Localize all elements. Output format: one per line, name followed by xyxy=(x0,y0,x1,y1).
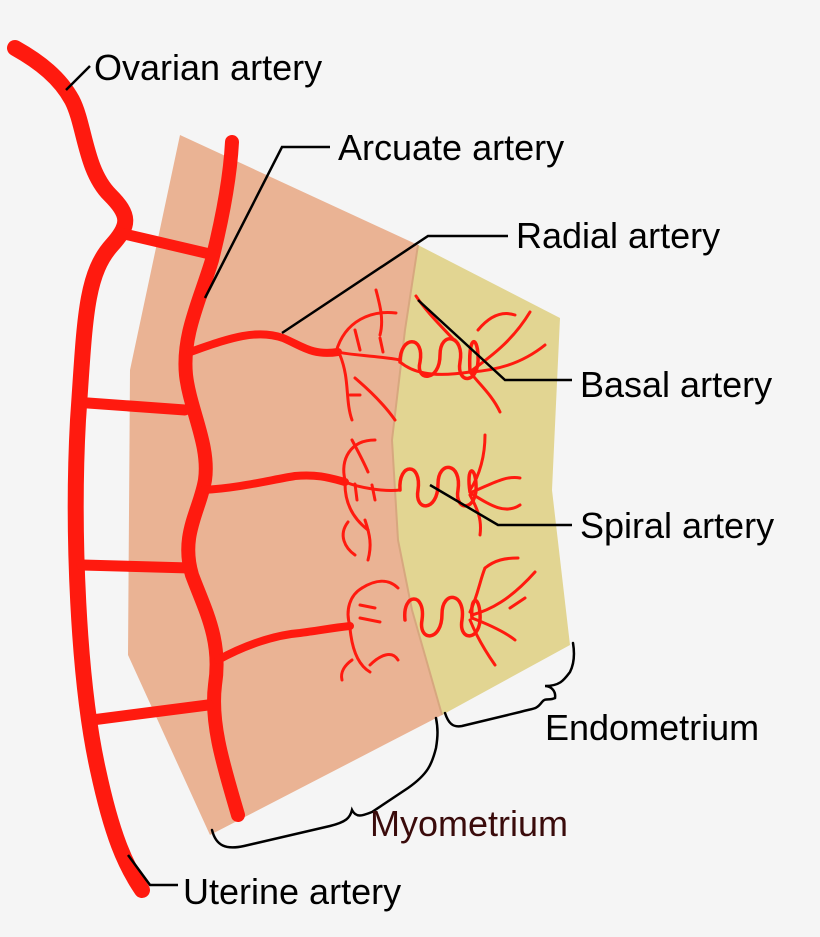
spiral-coil-2 xyxy=(398,465,478,508)
connecting-branch-2 xyxy=(82,397,191,416)
radial-branch-3 xyxy=(214,622,354,664)
label-ovarian-artery: Ovarian artery xyxy=(94,47,322,88)
ovarian-uterine-artery xyxy=(7,40,150,898)
radial-branch-1 xyxy=(186,330,342,357)
leader-lines xyxy=(65,65,572,887)
leader-ovarian xyxy=(65,65,91,91)
label-uterine-artery: Uterine artery xyxy=(183,871,401,912)
radial-branch-2 xyxy=(199,471,349,494)
connecting-branch-4 xyxy=(86,699,214,726)
spiral-coil-1 xyxy=(398,337,480,381)
label-basal-artery: Basal artery xyxy=(580,364,772,405)
label-spiral-artery: Spiral artery xyxy=(580,505,774,546)
connecting-branch-3 xyxy=(76,559,196,574)
leader-radial xyxy=(281,234,508,335)
endometrium-brace xyxy=(443,641,576,728)
myometrium-brace xyxy=(210,716,439,849)
myometrium-region xyxy=(128,135,442,835)
label-myometrium: Myometrium xyxy=(370,803,568,844)
connecting-branch-1 xyxy=(114,227,220,261)
spiral-coils xyxy=(398,337,482,638)
artery-network xyxy=(7,40,354,898)
leader-uterine xyxy=(126,854,178,887)
spiral-coil-3 xyxy=(403,595,482,638)
braces xyxy=(210,641,576,849)
leader-arcuate xyxy=(203,145,330,299)
leader-basal xyxy=(417,299,572,382)
label-arcuate-artery: Arcuate artery xyxy=(338,127,564,168)
label-radial-artery: Radial artery xyxy=(516,215,720,256)
leader-spiral xyxy=(429,483,572,527)
label-endometrium: Endometrium xyxy=(545,707,759,748)
